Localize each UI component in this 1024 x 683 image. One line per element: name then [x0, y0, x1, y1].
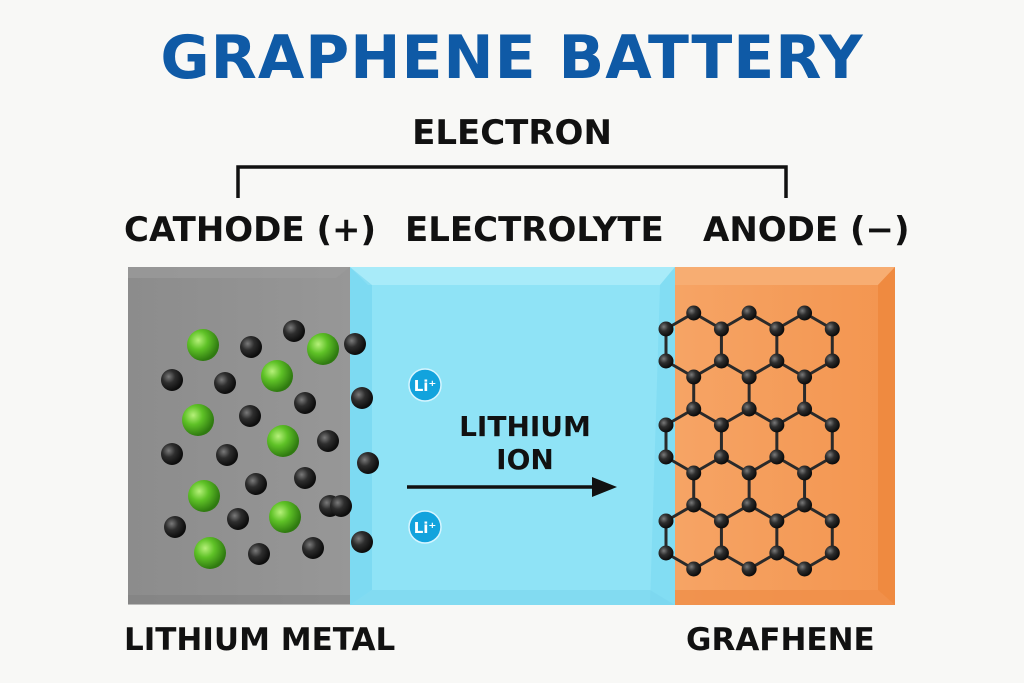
- carbon-atom: [824, 353, 840, 369]
- electron-atom: [216, 444, 238, 466]
- carbon-atom: [713, 449, 729, 465]
- graphene-label: GRAFHENE: [686, 622, 875, 658]
- graphene-lattice: [658, 305, 840, 577]
- carbon-atom: [686, 497, 702, 513]
- electron-atom: [240, 336, 262, 358]
- carbon-atom: [797, 369, 813, 385]
- lithium-atom: [261, 360, 293, 392]
- carbon-atom: [824, 321, 840, 337]
- carbon-atom: [658, 545, 674, 561]
- carbon-atom: [741, 561, 757, 577]
- carbon-atom: [824, 545, 840, 561]
- carbon-atom: [686, 305, 702, 321]
- lithium-atom: [188, 480, 220, 512]
- carbon-atom: [686, 401, 702, 417]
- interface-electrons: [330, 333, 379, 553]
- lithium-atom: [267, 425, 299, 457]
- electron-atom: [357, 452, 379, 474]
- ion-arrow: [407, 477, 617, 497]
- carbon-atom: [658, 513, 674, 529]
- carbon-atom: [824, 449, 840, 465]
- page-title: GRAPHENE BATTERY: [160, 23, 864, 93]
- carbon-atom: [713, 513, 729, 529]
- svg-text:Li⁺: Li⁺: [414, 519, 437, 537]
- lithium-atom: [269, 501, 301, 533]
- carbon-atom: [713, 545, 729, 561]
- carbon-atom: [741, 497, 757, 513]
- carbon-atom: [658, 449, 674, 465]
- electron-atom: [302, 537, 324, 559]
- electron-atom: [248, 543, 270, 565]
- lithium-ion-label: LITHIUM ION: [459, 410, 591, 477]
- carbon-atom: [797, 465, 813, 481]
- cathode-particles: [161, 320, 341, 569]
- li-ion-badge-bottom: Li⁺: [408, 510, 442, 544]
- carbon-atom: [658, 417, 674, 433]
- electron-atom: [227, 508, 249, 530]
- electron-atom: [294, 392, 316, 414]
- electron-atom: [164, 516, 186, 538]
- electron-atom: [161, 369, 183, 391]
- electron-atom: [283, 320, 305, 342]
- carbon-atom: [824, 513, 840, 529]
- electron-atom: [161, 443, 183, 465]
- carbon-atom: [741, 369, 757, 385]
- carbon-atom: [741, 465, 757, 481]
- carbon-atom: [769, 417, 785, 433]
- anode-block: [675, 267, 895, 605]
- carbon-atom: [686, 465, 702, 481]
- carbon-atom: [713, 417, 729, 433]
- electron-atom: [214, 372, 236, 394]
- electron-atom: [294, 467, 316, 489]
- electron-atom: [351, 531, 373, 553]
- electron-atom: [351, 387, 373, 409]
- carbon-atom: [797, 497, 813, 513]
- electron-bracket: [236, 165, 788, 198]
- carbon-atom: [658, 353, 674, 369]
- carbon-atom: [797, 561, 813, 577]
- carbon-atom: [769, 545, 785, 561]
- carbon-atom: [769, 321, 785, 337]
- electron-atom: [330, 495, 352, 517]
- carbon-atom: [686, 369, 702, 385]
- lithium-atom: [194, 537, 226, 569]
- carbon-atom: [824, 417, 840, 433]
- carbon-atom: [797, 305, 813, 321]
- lithium-atom: [182, 404, 214, 436]
- electron-atom: [317, 430, 339, 452]
- electron-atom: [245, 473, 267, 495]
- carbon-atom: [713, 321, 729, 337]
- carbon-atom: [769, 513, 785, 529]
- carbon-atom: [769, 353, 785, 369]
- lithium-metal-label: LITHIUM METAL: [124, 622, 396, 658]
- cathode-label: CATHODE (+): [124, 210, 377, 250]
- svg-text:Li⁺: Li⁺: [414, 377, 437, 395]
- carbon-atom: [686, 561, 702, 577]
- lithium-atom: [187, 329, 219, 361]
- carbon-atom: [741, 305, 757, 321]
- carbon-atom: [769, 449, 785, 465]
- carbon-atom: [741, 401, 757, 417]
- carbon-atom: [658, 321, 674, 337]
- li-ion-badge-top: Li⁺: [408, 368, 442, 402]
- lithium-atom: [307, 333, 339, 365]
- electron-atom: [344, 333, 366, 355]
- electrolyte-label: ELECTROLYTE: [405, 210, 664, 250]
- electron-label: ELECTRON: [412, 113, 612, 153]
- electron-atom: [239, 405, 261, 427]
- carbon-atom: [797, 401, 813, 417]
- carbon-atom: [713, 353, 729, 369]
- anode-label: ANODE (−): [703, 210, 910, 250]
